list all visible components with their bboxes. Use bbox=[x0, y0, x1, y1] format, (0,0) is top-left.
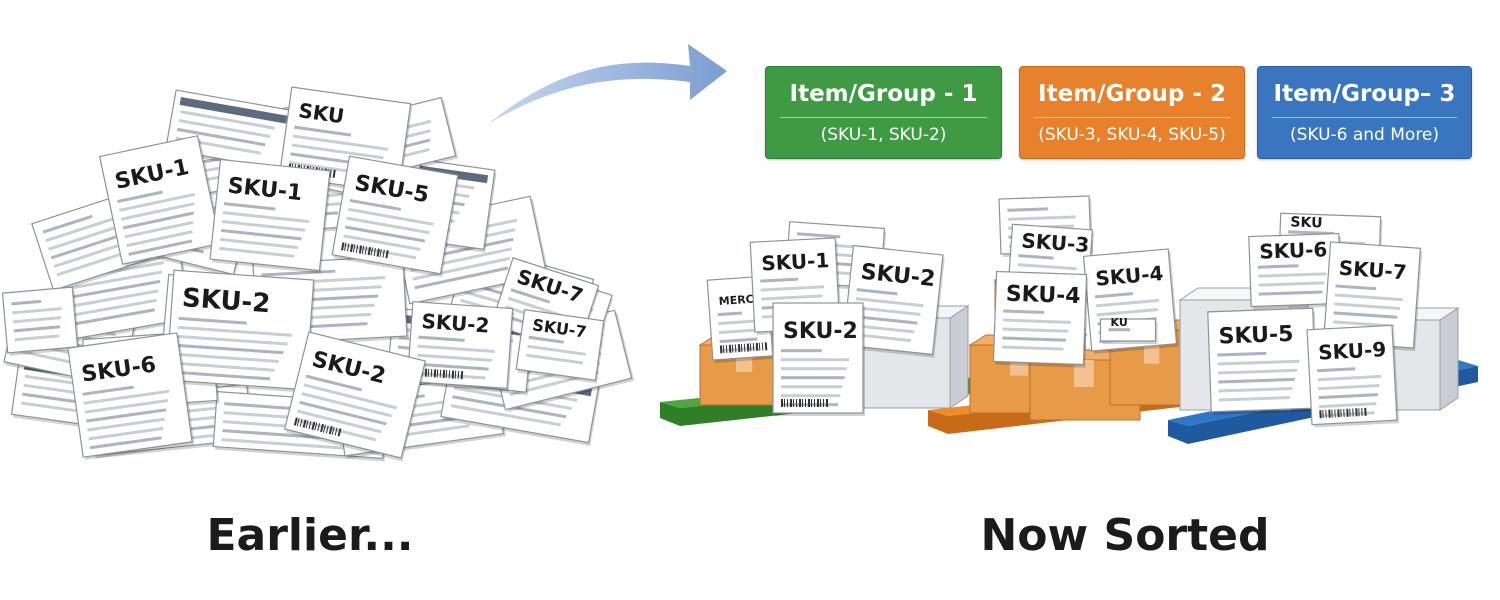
blue-sku-sheet-9: SKU-9 bbox=[1306, 324, 1400, 428]
blue-sku-sheet-7-label: SKU-7 bbox=[1338, 256, 1408, 285]
group-2-subtitle: (SKU-3, SKU-4, SKU-5) bbox=[1038, 125, 1226, 145]
transition-arrow bbox=[488, 44, 727, 124]
pile-sku-sheet: SKU-6 bbox=[67, 332, 195, 460]
group-2-title: Item/Group - 2 bbox=[1038, 81, 1226, 107]
group-3-title: Item/Group– 3 bbox=[1273, 81, 1456, 107]
blue-sku-sheet-6-label: SKU-6 bbox=[1259, 237, 1328, 263]
group-1-box: Item/Group - 1 (SKU-1, SKU-2) bbox=[765, 66, 1002, 159]
pile-sku-sheet: SKU-1 bbox=[209, 158, 332, 274]
blue-sku-sheet-9-label: SKU-9 bbox=[1318, 337, 1387, 365]
group-3-subtitle: (SKU-6 and More) bbox=[1289, 125, 1440, 145]
orange-sku-sheet-3-label: SKU-4 bbox=[1005, 282, 1081, 310]
blue-back-sheet-label: SKU bbox=[1290, 214, 1323, 231]
pile-sku-sheet-label: SKU-2 bbox=[181, 283, 271, 319]
pile-sku-sheet: SKU-1 bbox=[98, 135, 223, 267]
pile-sku-sheet: SKU-2 bbox=[165, 269, 316, 393]
orange-sku-sheet-1-label: SKU-3 bbox=[1021, 228, 1091, 257]
group-2-box: Item/Group - 2 (SKU-3, SKU-4, SKU-5) bbox=[1019, 66, 1245, 159]
pile-sku-sheet-label: SKU-2 bbox=[421, 309, 491, 338]
group-1-subtitle: (SKU-1, SKU-2) bbox=[820, 125, 947, 145]
orange-sku-sheet-2-label: SKU-4 bbox=[1094, 261, 1164, 291]
orange-tag-sheet: KU bbox=[1099, 316, 1158, 344]
pallet-orange-side bbox=[928, 410, 948, 434]
orange-sku-sheet-3: SKU-4 bbox=[992, 270, 1089, 368]
pile-sku-sheet: SKU-2 bbox=[406, 300, 515, 392]
pallet-green-side bbox=[660, 402, 680, 426]
green-sku-sheet-1-label: SKU-1 bbox=[761, 248, 830, 276]
blue-sku-sheet-5: SKU-5 bbox=[1207, 307, 1319, 415]
pile-blank-sheet bbox=[31, 188, 161, 293]
group-2-divider bbox=[1034, 117, 1230, 118]
pile-sku-sheet: SKU-7 bbox=[515, 309, 606, 384]
green-tag-sheet-label: MERCE bbox=[718, 292, 761, 308]
pallet-blue-side bbox=[1168, 420, 1188, 444]
pile-sku-sheet: SKU-2 bbox=[283, 331, 427, 462]
orange-tag-sheet-label: KU bbox=[1111, 316, 1128, 329]
pile-blank-sheet bbox=[1, 286, 80, 356]
green-sku-sheet-3-label: SKU-2 bbox=[783, 319, 858, 344]
pile-sku-sheet: SKU-5 bbox=[331, 155, 460, 278]
green-sku-sheet-2: SKU-2 bbox=[842, 244, 945, 358]
group-1-divider bbox=[780, 117, 987, 118]
group-3-divider bbox=[1272, 117, 1457, 118]
blue-sku-sheet-5-label: SKU-5 bbox=[1218, 322, 1294, 350]
caption-now-sorted: Now Sorted bbox=[980, 510, 1270, 561]
green-sku-sheet-3: SKU-2 bbox=[772, 302, 865, 416]
group-1-title: Item/Group - 1 bbox=[789, 81, 978, 107]
group-3-box: Item/Group– 3 (SKU-6 and More) bbox=[1257, 66, 1472, 159]
caption-earlier: Earlier... bbox=[206, 510, 414, 561]
